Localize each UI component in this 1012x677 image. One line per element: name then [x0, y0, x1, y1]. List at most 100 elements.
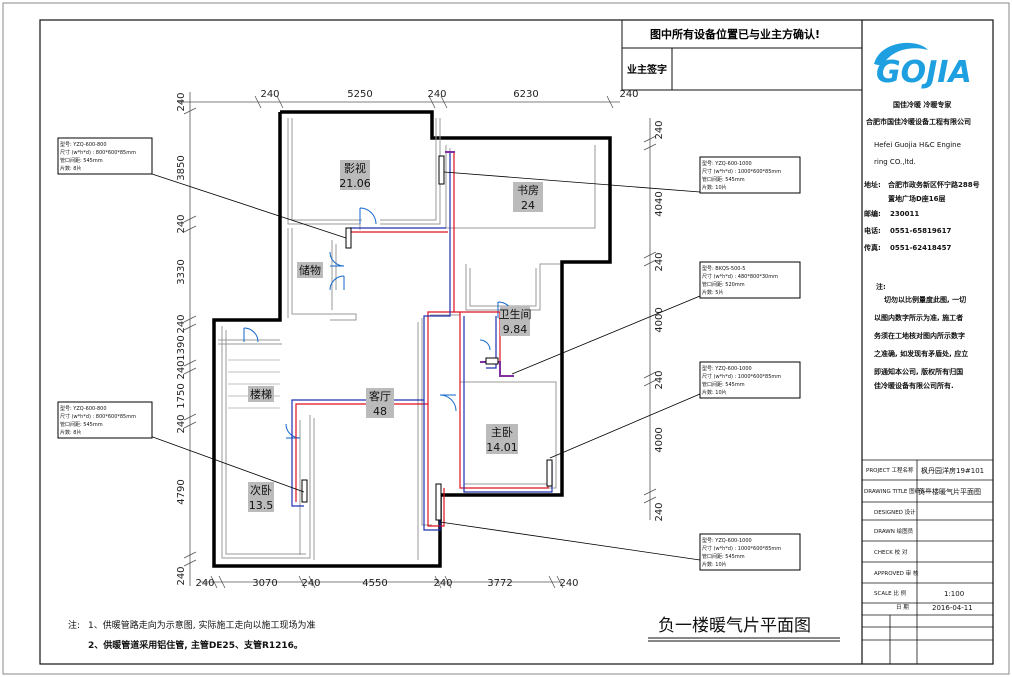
- project-label: PROJECT 工程名称: [866, 466, 914, 474]
- radiator-tag: 型号: YZQ-600-1000 尺寸 (w*h*d) : 1000*600*8…: [699, 361, 801, 399]
- dim-label: 1390: [176, 335, 187, 360]
- top-dimensions: 240 5250 240 6230 240: [260, 89, 638, 100]
- remark-line: 即通知本公司, 版权所有归国: [874, 367, 963, 376]
- remark-line: 切勿以比例量度此图, 一切: [884, 295, 966, 304]
- tag-line: 尺寸 (w*h*d) : 1000*600*85mm: [702, 545, 781, 552]
- dim-label: 240: [654, 120, 665, 139]
- room-label: 影视: [344, 161, 366, 175]
- dim-label: 240: [433, 578, 452, 589]
- header: 图中所有设备位置已与业主方确认! 业主签字: [621, 19, 863, 91]
- note-line: 1、供暖管路走向为示意图, 实际施工走向以施工现场为准: [88, 619, 315, 631]
- tag-line: 管口间距: 545mm: [702, 553, 745, 560]
- dim-label: 240: [654, 502, 665, 521]
- logo-swoosh-icon: [874, 42, 928, 66]
- check-label: CHECK 校 对: [874, 548, 908, 556]
- tag-line: 尺寸 (w*h*d) : 800*600*85mm: [60, 149, 136, 156]
- dim-label: 4550: [362, 578, 387, 589]
- fax-label: 传真:: [863, 243, 881, 252]
- radiator-tag: 型号: BKQS-500-5 尺寸 (w*h*d) : 480*800*30mm…: [699, 261, 801, 299]
- address-label: 地址:: [864, 180, 881, 189]
- left-dimensions: 240 3850 240 3330 240 1390 240 1750 240 …: [176, 92, 187, 585]
- note-line: 2、供暖管道采用铝住管, 主管DE25、支管R1216。: [88, 639, 303, 651]
- zip: 230011: [890, 210, 919, 218]
- dim-label: 4040: [654, 191, 665, 216]
- approved-label: APPROVED 审 核: [874, 569, 919, 577]
- dim-label: 4790: [176, 479, 187, 504]
- notes-label: 注:: [68, 619, 80, 631]
- tag-line: 尺寸 (w*h*d) : 1000*600*85mm: [702, 168, 781, 175]
- dim-label: 240: [654, 252, 665, 271]
- tag-line: 片数: 8片: [60, 429, 81, 436]
- tag-line: 型号: BKQS-500-5: [702, 265, 745, 272]
- tag-line: 型号: YZQ-600-1000: [702, 537, 752, 544]
- dim-label: 240: [195, 578, 214, 589]
- notes: 注: 1、供暖管路走向为示意图, 实际施工走向以施工现场为准 2、供暖管道采用铝…: [68, 619, 315, 651]
- dim-label: 240: [176, 566, 187, 585]
- tag-line: 管口间距: 545mm: [60, 157, 103, 164]
- dim-label: 6230: [513, 89, 538, 100]
- room-label: 次卧: [250, 483, 272, 497]
- outer-wall: [212, 110, 612, 568]
- dim-label: 3070: [252, 578, 277, 589]
- room-label: 客厅: [369, 389, 391, 403]
- radiator-tag: 型号: YZQ-600-800 尺寸 (w*h*d) : 800*600*85m…: [57, 401, 153, 439]
- dim-label: 4000: [654, 427, 665, 452]
- drawn-label: DRAWN 绘图员: [874, 527, 914, 535]
- room-area: 14.01: [486, 441, 518, 454]
- tag-line: 型号: YZQ-600-1000: [702, 160, 752, 167]
- dim-label: 240: [559, 578, 578, 589]
- tag-line: 尺寸 (w*h*d) : 480*800*30mm: [702, 273, 778, 280]
- company-name-cn: 合肥市国佳冷暖设备工程有限公司: [865, 117, 971, 126]
- tag-line: 管口间距: 545mm: [702, 176, 745, 183]
- dim-label: 240: [654, 370, 665, 389]
- confirm-text: 图中所有设备位置已与业主方确认!: [650, 27, 820, 41]
- fax: 0551-62418457: [890, 244, 951, 252]
- designer-label: DESIGNED 设计: [874, 508, 916, 516]
- remark-line: 务须在工地核对图内所示数字: [874, 331, 965, 340]
- dim-label: 4000: [654, 307, 665, 332]
- room-area: 24: [521, 199, 535, 212]
- dim-label: 3850: [176, 155, 187, 180]
- dim-label: 5250: [347, 89, 372, 100]
- tag-line: 管口间距: 520mm: [702, 281, 745, 288]
- room-label: 卫生间: [499, 307, 532, 321]
- remark-line: 以图内数字所示为准, 施工者: [874, 313, 963, 322]
- room-label: 楼梯: [250, 387, 272, 401]
- address: 合肥市政务新区怀宁路288号: [887, 180, 980, 189]
- dim-label: 240: [176, 360, 187, 379]
- radiator-tag: 型号: YZQ-600-800 尺寸 (w*h*d) : 800*600*85m…: [57, 137, 153, 175]
- dim-label: 1750: [176, 383, 187, 408]
- tag-line: 片数: 10片: [702, 389, 727, 396]
- remark-line: 佳冷暖设备有限公司所有.: [874, 381, 954, 390]
- dim-label: 240: [619, 89, 638, 100]
- tag-line: 片数: 10片: [702, 561, 727, 568]
- radiator-tag: 型号: YZQ-600-1000 尺寸 (w*h*d) : 1000*600*8…: [699, 533, 801, 571]
- owner-sign-label: 业主签字: [627, 63, 667, 76]
- tag-line: 型号: YZQ-600-1000: [702, 365, 752, 372]
- room-area: 13.5: [249, 499, 274, 512]
- title-block: [862, 459, 993, 664]
- dim-label: 240: [176, 214, 187, 233]
- dim-label: 240: [260, 89, 279, 100]
- drawing-name: 负一楼暖气片平面图: [918, 487, 981, 496]
- tag-line: 型号: YZQ-600-800: [60, 405, 107, 412]
- room-label: 书房: [517, 184, 539, 197]
- tag-line: 片数: 10片: [702, 184, 727, 191]
- tag-line: 尺寸 (w*h*d) : 1000*600*85mm: [702, 373, 781, 380]
- drawing-title: 负一楼暖气片平面图: [658, 616, 811, 636]
- room-area: 48: [373, 405, 387, 418]
- company-tagline: 国佳冷暖 冷暖专家: [893, 100, 952, 109]
- floor-plan: 影视 21.06 书房 24 储物 卫生间 9.84 楼梯 客厅 48 主卧 1…: [57, 89, 801, 589]
- drawing-title-block: 负一楼暖气片平面图: [648, 616, 840, 642]
- scale-value: 1:100: [944, 590, 964, 598]
- tel-label: 电话:: [864, 226, 881, 235]
- tag-line: 片数: 8片: [60, 165, 81, 172]
- date-label: 日 期: [896, 604, 909, 611]
- dim-label: 240: [176, 414, 187, 433]
- address: 置地广场D座16层: [888, 194, 946, 203]
- room-area: 21.06: [339, 177, 371, 190]
- dim-label: 3772: [487, 578, 512, 589]
- project-name: 枫丹园洋房19#101: [921, 466, 984, 475]
- zip-label: 邮编:: [864, 209, 881, 218]
